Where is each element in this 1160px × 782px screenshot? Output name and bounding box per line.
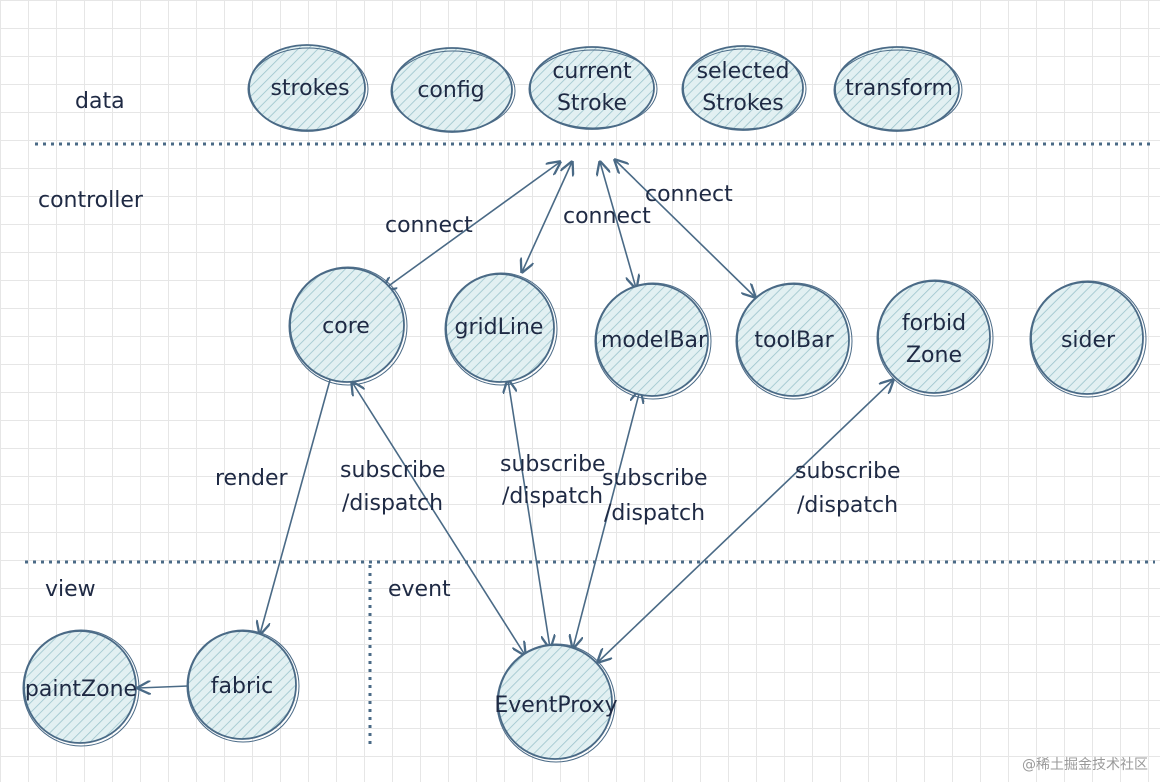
edge-subscribe-core xyxy=(352,382,525,655)
node-forbid-zone: forbid Zone xyxy=(876,279,994,397)
section-label-data: data xyxy=(75,89,125,114)
edge-subscribe-gridline xyxy=(508,380,550,648)
section-label-controller: controller xyxy=(38,188,144,213)
node-label-line2: Strokes xyxy=(702,91,784,116)
node-label: fabric xyxy=(211,674,273,699)
edge-label-dispatch-forbidzone: /dispatch xyxy=(797,493,898,518)
node-toolbar: toolBar xyxy=(735,282,853,400)
edge-connect-toolbar xyxy=(615,160,755,297)
edge-render-core-fabric xyxy=(260,379,331,634)
node-label-line2: Zone xyxy=(906,343,962,368)
node-label: core xyxy=(322,314,370,339)
node-label: modelBar xyxy=(601,328,708,353)
node-label: strokes xyxy=(270,76,349,101)
edge-label-connect-2: connect xyxy=(563,204,651,229)
edge-label-subscribe-modelbar: subscribe xyxy=(602,466,708,491)
node-label: config xyxy=(417,78,484,103)
node-label-line1: forbid xyxy=(902,311,966,336)
edge-label-dispatch-gridline: /dispatch xyxy=(502,484,603,509)
node-paintzone: paintZone xyxy=(22,629,140,747)
node-config: config xyxy=(390,47,516,133)
edge-label-dispatch-core: /dispatch xyxy=(342,491,443,516)
edge-label-connect-1: connect xyxy=(385,213,473,238)
node-transform: transform xyxy=(833,46,963,132)
node-sider: sider xyxy=(1029,280,1147,398)
node-eventproxy: EventProxy xyxy=(494,643,618,763)
node-strokes: strokes xyxy=(247,44,369,132)
section-label-event: event xyxy=(388,577,451,602)
node-label-line1: selected xyxy=(697,59,790,84)
edge-label-render: render xyxy=(215,466,289,491)
edge-label-connect-3: connect xyxy=(645,182,733,207)
node-selected-strokes: selected Strokes xyxy=(681,45,807,131)
node-fabric: fabric xyxy=(186,629,300,743)
edge-label-subscribe-gridline: subscribe xyxy=(500,452,606,477)
node-modelbar: modelBar xyxy=(594,282,712,400)
node-label-line2: Stroke xyxy=(557,91,627,116)
node-label: transform xyxy=(845,76,953,101)
node-label: paintZone xyxy=(25,677,137,702)
node-current-stroke: current Stroke xyxy=(528,46,658,130)
edge-subscribe-forbidzone xyxy=(598,380,893,662)
node-label: gridLine xyxy=(455,315,544,340)
edge-label-dispatch-modelbar: /dispatch xyxy=(604,501,705,526)
node-gridline: gridLine xyxy=(444,272,558,386)
node-label: toolBar xyxy=(754,328,834,353)
node-label-line1: current xyxy=(552,59,632,84)
edge-label-subscribe-forbidzone: subscribe xyxy=(795,459,901,484)
watermark: @稀土掘金技术社区 xyxy=(1022,757,1148,773)
edge-connect-gridline xyxy=(522,162,572,272)
edge-label-subscribe-core: subscribe xyxy=(340,458,446,483)
section-label-view: view xyxy=(45,577,96,602)
edge-fabric-paintzone xyxy=(138,686,189,688)
node-label: EventProxy xyxy=(494,693,617,718)
node-core: core xyxy=(288,266,408,386)
node-label: sider xyxy=(1061,328,1116,353)
